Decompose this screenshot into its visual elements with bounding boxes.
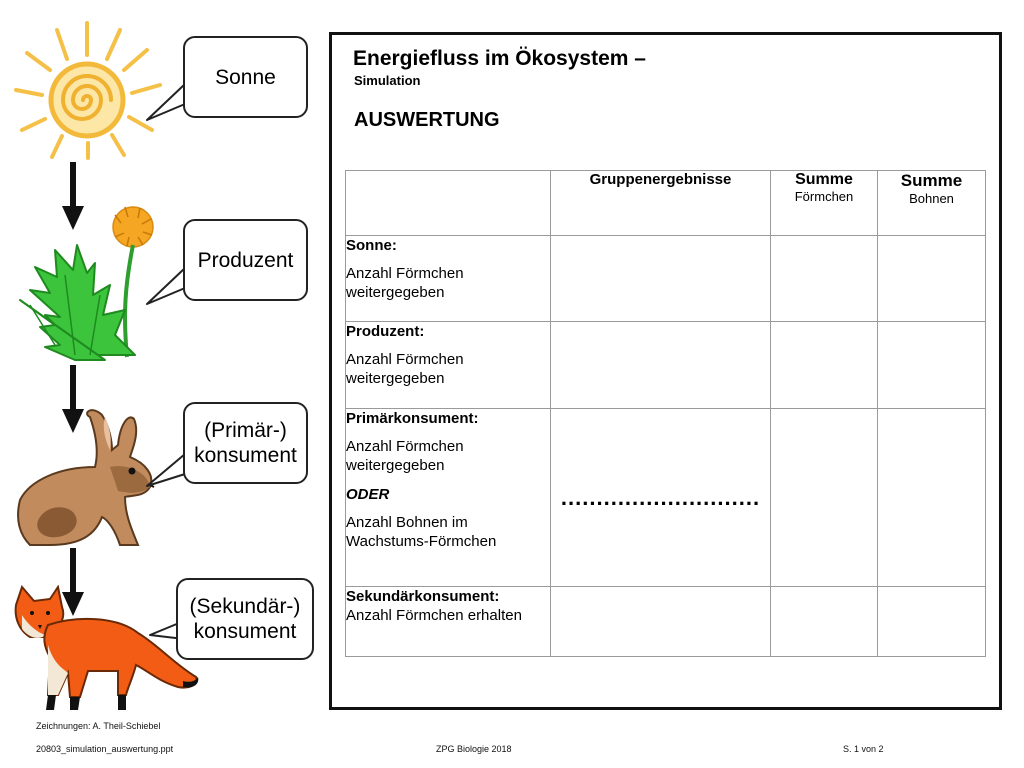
fox-icon xyxy=(14,585,199,710)
header-label: Gruppenergebnisse xyxy=(589,171,732,188)
header-sum-foermchen: Summe Förmchen xyxy=(770,170,878,236)
row-label-primaerkonsument: Primärkonsument: Anzahl Förmchen weiterg… xyxy=(345,408,551,587)
footer-center: ZPG Biologie 2018 xyxy=(436,744,512,754)
cell-sum-bohnen[interactable] xyxy=(877,408,986,587)
header-empty xyxy=(345,170,551,236)
bubble-tail xyxy=(149,620,185,640)
evaluation-frame xyxy=(329,32,1002,710)
rabbit-icon xyxy=(17,409,155,546)
cell-sum-foermchen[interactable] xyxy=(770,586,878,657)
row-label-sekundaerkonsument: Sekundärkonsument: Anzahl Förmchen erhal… xyxy=(345,586,551,657)
page-title: Energiefluss im Ökosystem – xyxy=(353,47,646,70)
cell-sum-bohnen[interactable] xyxy=(877,235,986,322)
bubble-label: Produzent xyxy=(197,248,294,272)
cell-sum-foermchen[interactable] xyxy=(770,235,878,322)
drawing-credit: Zeichnungen: A. Theil-Schiebel xyxy=(36,721,161,731)
cell-group-results[interactable] xyxy=(550,235,771,322)
page-subtitle: Simulation xyxy=(354,73,421,88)
bubble-sonne: Sonne xyxy=(183,36,308,118)
sun-icon xyxy=(14,21,162,160)
cell-sum-foermchen[interactable] xyxy=(770,321,878,409)
bubble-label: Sonne xyxy=(215,65,276,89)
header-label: Summe xyxy=(795,171,853,188)
header-sublabel: Bohnen xyxy=(909,191,954,206)
cell-group-results[interactable] xyxy=(550,321,771,409)
bubble-tail xyxy=(146,267,186,305)
cell-group-results[interactable] xyxy=(550,586,771,657)
bubble-tail xyxy=(146,453,186,487)
row-title: Sekundärkonsument: xyxy=(346,588,500,605)
row-title: Primärkonsument: xyxy=(346,410,479,427)
table-row: Produzent: Anzahl Förmchen weitergegeben xyxy=(345,321,986,409)
row-title: Produzent: xyxy=(346,323,425,340)
table-row: Sonne: Anzahl Förmchen weitergegeben xyxy=(345,235,986,322)
table-header-row: Gruppenergebnisse Summe Förmchen Summe B… xyxy=(345,170,986,236)
bubble-primaerkonsument: (Primär-) konsument xyxy=(183,402,308,484)
row-text: Anzahl Förmchen weitergegeben xyxy=(346,438,464,474)
bubble-label: (Primär-) konsument xyxy=(194,419,297,467)
cell-sum-bohnen[interactable] xyxy=(877,586,986,657)
bubble-tail xyxy=(146,83,186,121)
evaluation-table: Gruppenergebnisse Summe Förmchen Summe B… xyxy=(345,170,986,657)
cell-sum-foermchen[interactable] xyxy=(770,408,878,587)
arrow-down-icon xyxy=(62,162,84,230)
arrow-down-icon xyxy=(62,365,84,433)
row-label-sonne: Sonne: Anzahl Förmchen weitergegeben xyxy=(345,235,551,322)
row-text: Anzahl Förmchen erhalten xyxy=(346,607,522,624)
cell-sum-bohnen[interactable] xyxy=(877,321,986,409)
arrow-down-icon xyxy=(62,548,84,616)
bubble-sekundaerkonsument: (Sekundär-) konsument xyxy=(176,578,314,660)
row-text-2: Anzahl Bohnen im Wachstums-Förmchen xyxy=(346,514,497,550)
footer-filename: 20803_simulation_auswertung.ppt xyxy=(36,744,174,754)
bubble-label: (Sekundär-) konsument xyxy=(189,595,301,643)
section-heading: AUSWERTUNG xyxy=(354,109,500,131)
table-row: Sekundärkonsument: Anzahl Förmchen erhal… xyxy=(345,586,986,657)
header-sublabel: Förmchen xyxy=(794,189,854,204)
table-row: Primärkonsument: Anzahl Förmchen weiterg… xyxy=(345,408,986,587)
row-text: Anzahl Förmchen weitergegeben xyxy=(346,265,464,301)
cell-group-results[interactable]: ............................ xyxy=(550,408,771,587)
dotted-placeholder: ............................ xyxy=(560,484,761,510)
bubble-produzent: Produzent xyxy=(183,219,308,301)
row-oder: ODER xyxy=(346,486,390,503)
header-group-results: Gruppenergebnisse xyxy=(550,170,771,236)
row-text: Anzahl Förmchen weitergegeben xyxy=(346,351,464,387)
footer-page: S. 1 von 2 xyxy=(843,744,884,754)
header-label: Summe xyxy=(900,171,963,190)
row-label-produzent: Produzent: Anzahl Förmchen weitergegeben xyxy=(345,321,551,409)
header-sum-bohnen: Summe Bohnen xyxy=(877,170,986,236)
row-title: Sonne: xyxy=(346,237,397,254)
dandelion-icon xyxy=(19,206,154,361)
